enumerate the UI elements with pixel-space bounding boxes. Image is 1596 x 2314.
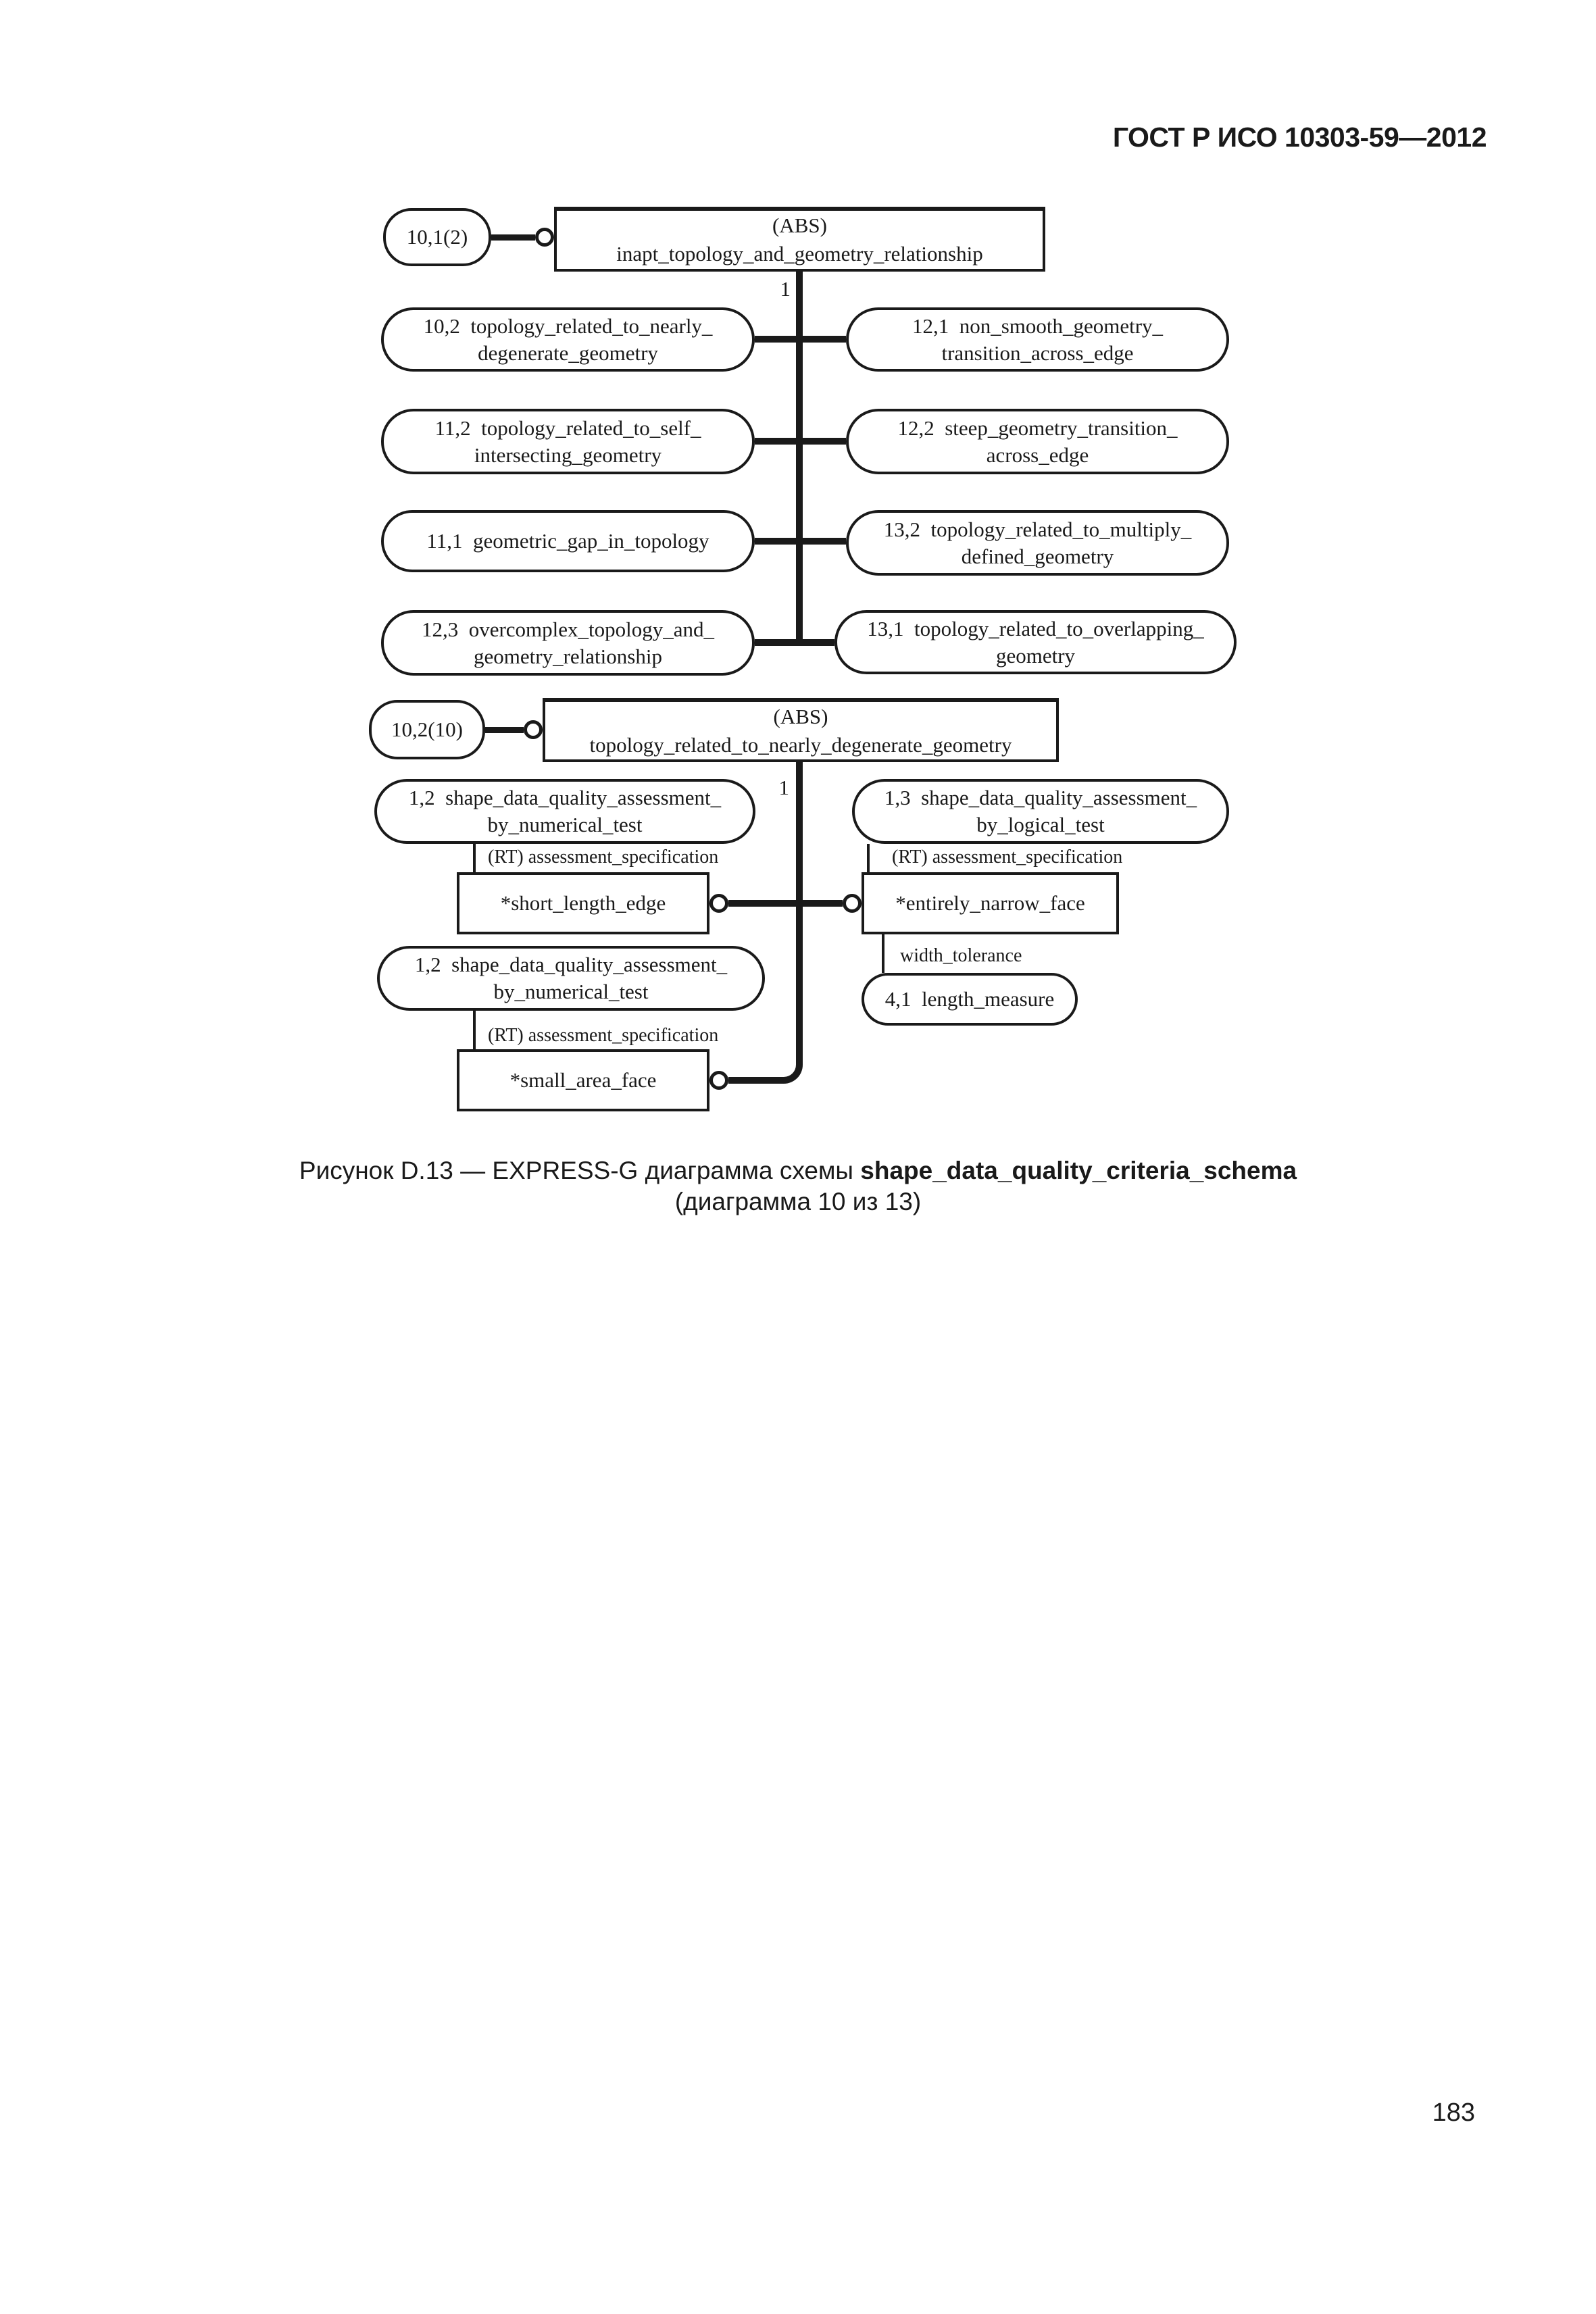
caption-line1: Рисунок D.13 — EXPRESS-G диаграмма схемы…	[0, 1155, 1596, 1186]
width-tolerance-label: width_tolerance	[900, 945, 1022, 967]
sec1-left-node-topology-related-to-nearly-degenerate: 10,2 topology_related_to_nearly_ degener…	[381, 307, 755, 372]
node-label: by_numerical_test	[487, 813, 643, 836]
sec2-bottom-rt-connector-line	[473, 1011, 476, 1049]
node-label: 1,3 shape_data_quality_assessment_	[884, 786, 1197, 809]
short-length-edge-circle-icon	[709, 894, 728, 913]
sec2-test-node-numerical-lower: 1,2 shape_data_quality_assessment_ by_nu…	[377, 946, 765, 1011]
figure-caption: Рисунок D.13 — EXPRESS-G диаграмма схемы…	[0, 1155, 1596, 1217]
sec2-trunk-elbow-line	[728, 762, 803, 1084]
sec1-page-ref-oval: 10,1(2)	[383, 208, 491, 266]
sec1-abs-entity-name: inapt_topology_and_geometry_relationship	[616, 242, 983, 266]
entity-label: *entirely_narrow_face	[895, 891, 1085, 915]
sec1-right-node-topology-related-to-multiply-defined: 13,2 topology_related_to_multiply_ defin…	[846, 510, 1229, 576]
entirely-narrow-face-box: *entirely_narrow_face	[862, 872, 1119, 934]
sec2-left-rt-connector-line	[473, 844, 476, 872]
small-area-face-circle-icon	[709, 1071, 728, 1090]
sec1-left-node-overcomplex-topology: 12,3 overcomplex_topology_and_ geometry_…	[381, 610, 755, 676]
sec1-left-node-geometric-gap-in-topology: 11,1 geometric_gap_in_topology	[381, 510, 755, 572]
sec2-open-circle-icon	[524, 720, 543, 739]
caption-text: Рисунок D.13 — EXPRESS-G диаграмма схемы	[299, 1157, 861, 1184]
sec1-branch-line-4	[755, 639, 834, 646]
node-label: by_numerical_test	[493, 980, 649, 1003]
sec2-branch-left-line	[728, 900, 799, 907]
width-tolerance-connector-line	[882, 934, 884, 973]
node-label: 13,1 topology_related_to_overlapping_	[867, 616, 1204, 640]
node-label: 12,3 overcomplex_topology_and_	[421, 617, 715, 641]
sec2-page-ref-oval: 10,2(10)	[369, 700, 485, 759]
caption-schema-name: shape_data_quality_criteria_schema	[860, 1157, 1297, 1184]
sec2-right-rt-label: (RT) assessment_specification	[892, 846, 1123, 869]
node-label: geometry	[995, 643, 1076, 668]
node-label: 4,1 length_measure	[884, 987, 1055, 1011]
sec1-right-node-steep-geometry-transition: 12,2 steep_geometry_transition_ across_e…	[846, 409, 1229, 474]
node-label: by_logical_test	[976, 813, 1105, 836]
sec1-right-node-topology-related-to-overlapping: 13,1 topology_related_to_overlapping_ ge…	[834, 610, 1237, 674]
sec1-abs-label: (ABS)	[772, 213, 827, 237]
sec1-branch-line-3	[755, 538, 846, 545]
sec1-right-node-non-smooth-geometry: 12,1 non_smooth_geometry_ transition_acr…	[846, 307, 1229, 372]
node-label: 12,2 steep_geometry_transition_	[897, 416, 1178, 440]
length-measure-node: 4,1 length_measure	[862, 973, 1078, 1026]
sec2-branch-right-line	[799, 900, 843, 907]
sec1-trunk-line	[796, 272, 803, 646]
document-header: ГОСТ Р ИСО 10303-59—2012	[1112, 122, 1487, 153]
sec2-abs-entity-box: (ABS) topology_related_to_nearly_degener…	[543, 698, 1059, 762]
node-label: 1,2 shape_data_quality_assessment_	[408, 786, 722, 809]
sec2-abs-entity-name: topology_related_to_nearly_degenerate_ge…	[589, 732, 1012, 757]
sec1-oval-connector-line	[491, 234, 535, 241]
node-label: 1,2 shape_data_quality_assessment_	[414, 953, 728, 976]
short-length-edge-box: *short_length_edge	[457, 872, 709, 934]
sec1-open-circle-icon	[535, 228, 554, 247]
sec2-page-ref-label: 10,2(10)	[391, 718, 463, 741]
sec2-abs-label: (ABS)	[773, 704, 828, 728]
node-label: defined_geometry	[961, 544, 1114, 568]
node-label: 11,1 geometric_gap_in_topology	[426, 529, 709, 553]
sec2-test-node-logical: 1,3 shape_data_quality_assessment_ by_lo…	[852, 779, 1229, 844]
node-label: 12,1 non_smooth_geometry_	[912, 313, 1164, 338]
sec2-left-rt-label: (RT) assessment_specification	[488, 846, 719, 869]
entity-label: *short_length_edge	[500, 891, 666, 915]
entity-label: *small_area_face	[509, 1068, 657, 1092]
sec2-oval-connector-line	[485, 727, 524, 733]
sec1-page-ref-label: 10,1(2)	[406, 225, 468, 249]
sec1-branch-line-2	[755, 438, 846, 445]
sec1-left-node-topology-related-to-self-intersecting: 11,2 topology_related_to_self_ intersect…	[381, 409, 755, 474]
node-label: across_edge	[986, 443, 1089, 467]
node-label: intersecting_geometry	[474, 443, 662, 467]
node-label: transition_across_edge	[941, 341, 1134, 365]
sec2-right-rt-connector-line	[867, 844, 870, 872]
sec2-bottom-rt-label: (RT) assessment_specification	[488, 1024, 719, 1047]
node-label: geometry_relationship	[474, 644, 662, 668]
sec1-branch-line-1	[755, 336, 846, 343]
node-label: degenerate_geometry	[478, 341, 658, 365]
sec1-abs-entity-box: (ABS) inapt_topology_and_geometry_relati…	[554, 207, 1045, 272]
sec1-cardinality-label: 1	[780, 277, 791, 301]
small-area-face-box: *small_area_face	[457, 1049, 709, 1111]
node-label: 11,2 topology_related_to_self_	[434, 416, 701, 440]
caption-line2: (диаграмма 10 из 13)	[674, 1188, 922, 1215]
sec2-cardinality-label: 1	[778, 776, 790, 799]
entirely-narrow-face-circle-icon	[843, 894, 862, 913]
node-label: 10,2 topology_related_to_nearly_	[423, 313, 713, 338]
node-label: 13,2 topology_related_to_multiply_	[883, 517, 1192, 541]
sec2-test-node-numerical-upper: 1,2 shape_data_quality_assessment_ by_nu…	[374, 779, 755, 844]
page-number: 183	[1432, 2098, 1475, 2127]
